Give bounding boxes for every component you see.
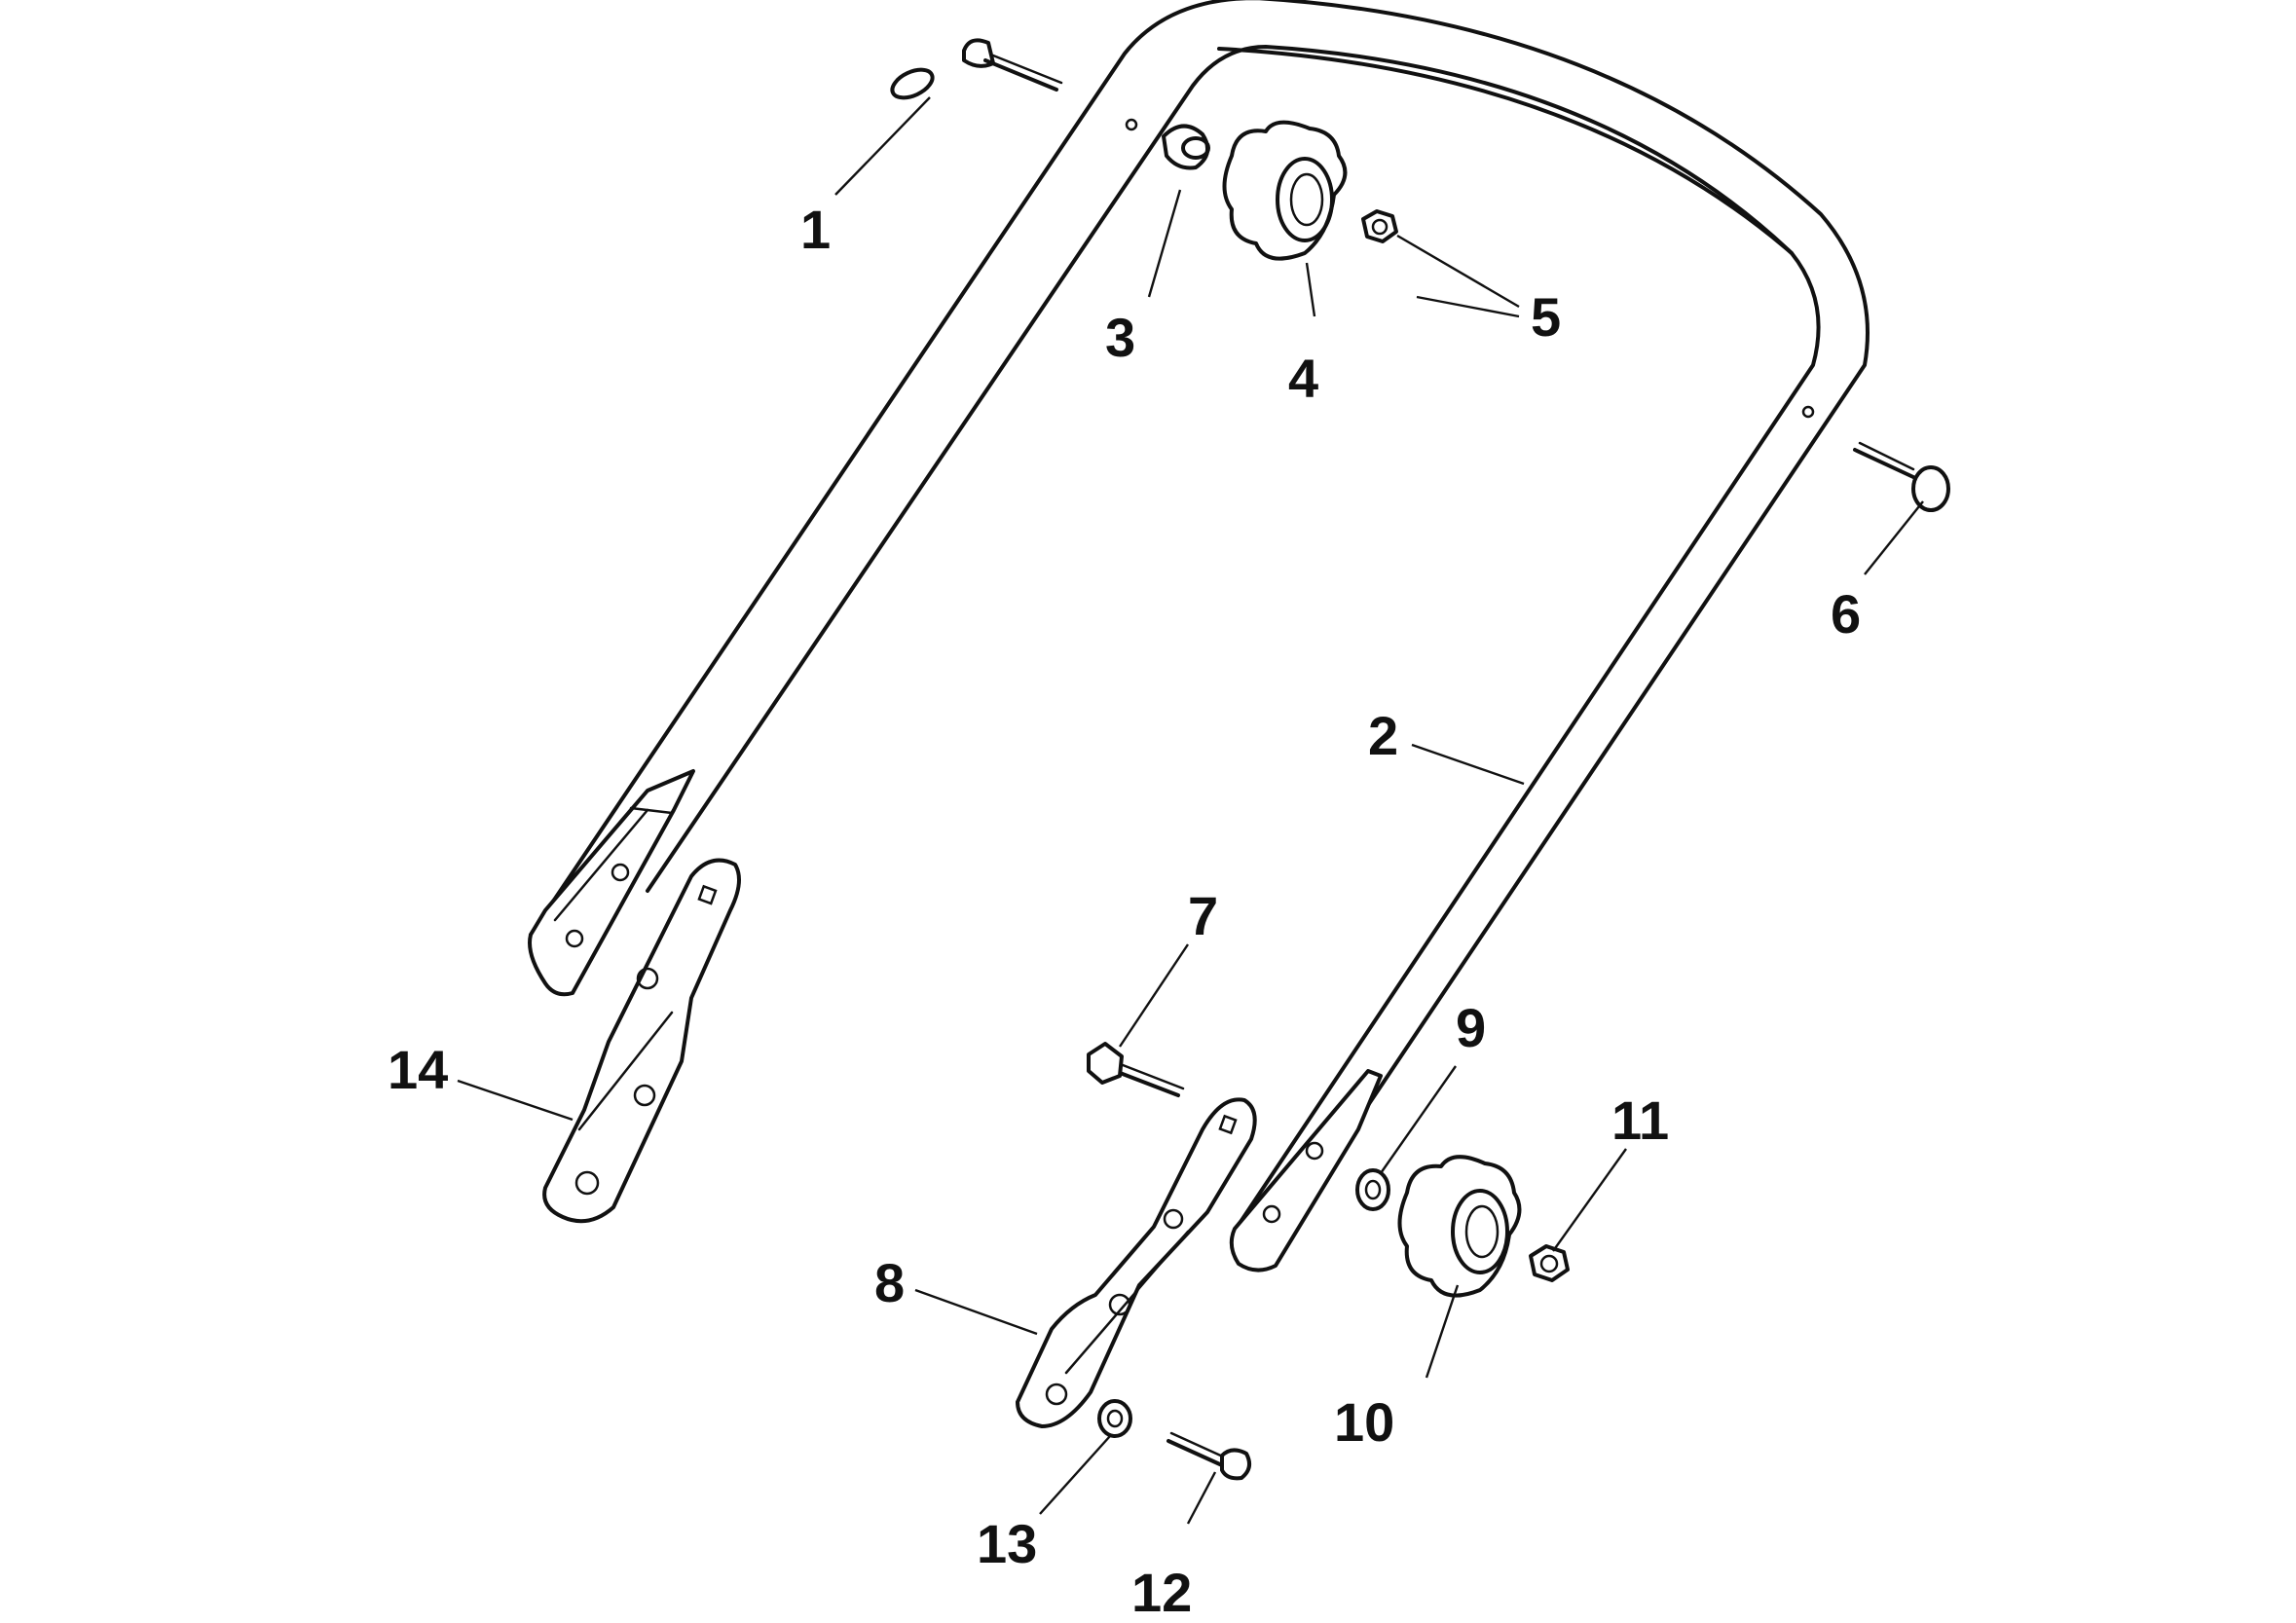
leader-lines — [457, 96, 1924, 1525]
callout-4: 4 — [1288, 348, 1318, 409]
carriage-bolt — [1853, 441, 1950, 512]
star-knob-upper — [1222, 120, 1348, 261]
hex-nut-upper — [1361, 209, 1398, 243]
bracket-right — [1016, 1097, 1257, 1428]
callout-labels: 1 2 3 4 5 6 7 8 9 10 11 12 13 14 — [388, 199, 1861, 1623]
callout-9: 9 — [1456, 997, 1486, 1058]
washer-13 — [1097, 1399, 1132, 1438]
screw — [1167, 1431, 1252, 1481]
washer-9 — [1355, 1168, 1390, 1211]
bolt-7 — [1087, 1042, 1185, 1097]
hex-nut-lower — [1529, 1244, 1570, 1282]
callout-10: 10 — [1334, 1391, 1394, 1453]
star-knob-lower — [1397, 1155, 1522, 1298]
callout-11: 11 — [1611, 1089, 1669, 1151]
callout-13: 13 — [977, 1513, 1037, 1574]
callout-3: 3 — [1105, 307, 1135, 368]
callout-14: 14 — [388, 1039, 448, 1100]
callout-8: 8 — [874, 1252, 905, 1313]
callout-5: 5 — [1531, 286, 1561, 348]
handle-bar — [528, 0, 1870, 1273]
callout-7: 7 — [1188, 885, 1218, 946]
callout-1: 1 — [800, 199, 831, 260]
spacer — [1162, 124, 1210, 170]
pin-with-ring — [890, 38, 1063, 100]
callout-2: 2 — [1368, 705, 1398, 766]
bracket-left — [542, 858, 741, 1224]
callout-6: 6 — [1831, 583, 1861, 645]
callout-12: 12 — [1131, 1562, 1192, 1623]
